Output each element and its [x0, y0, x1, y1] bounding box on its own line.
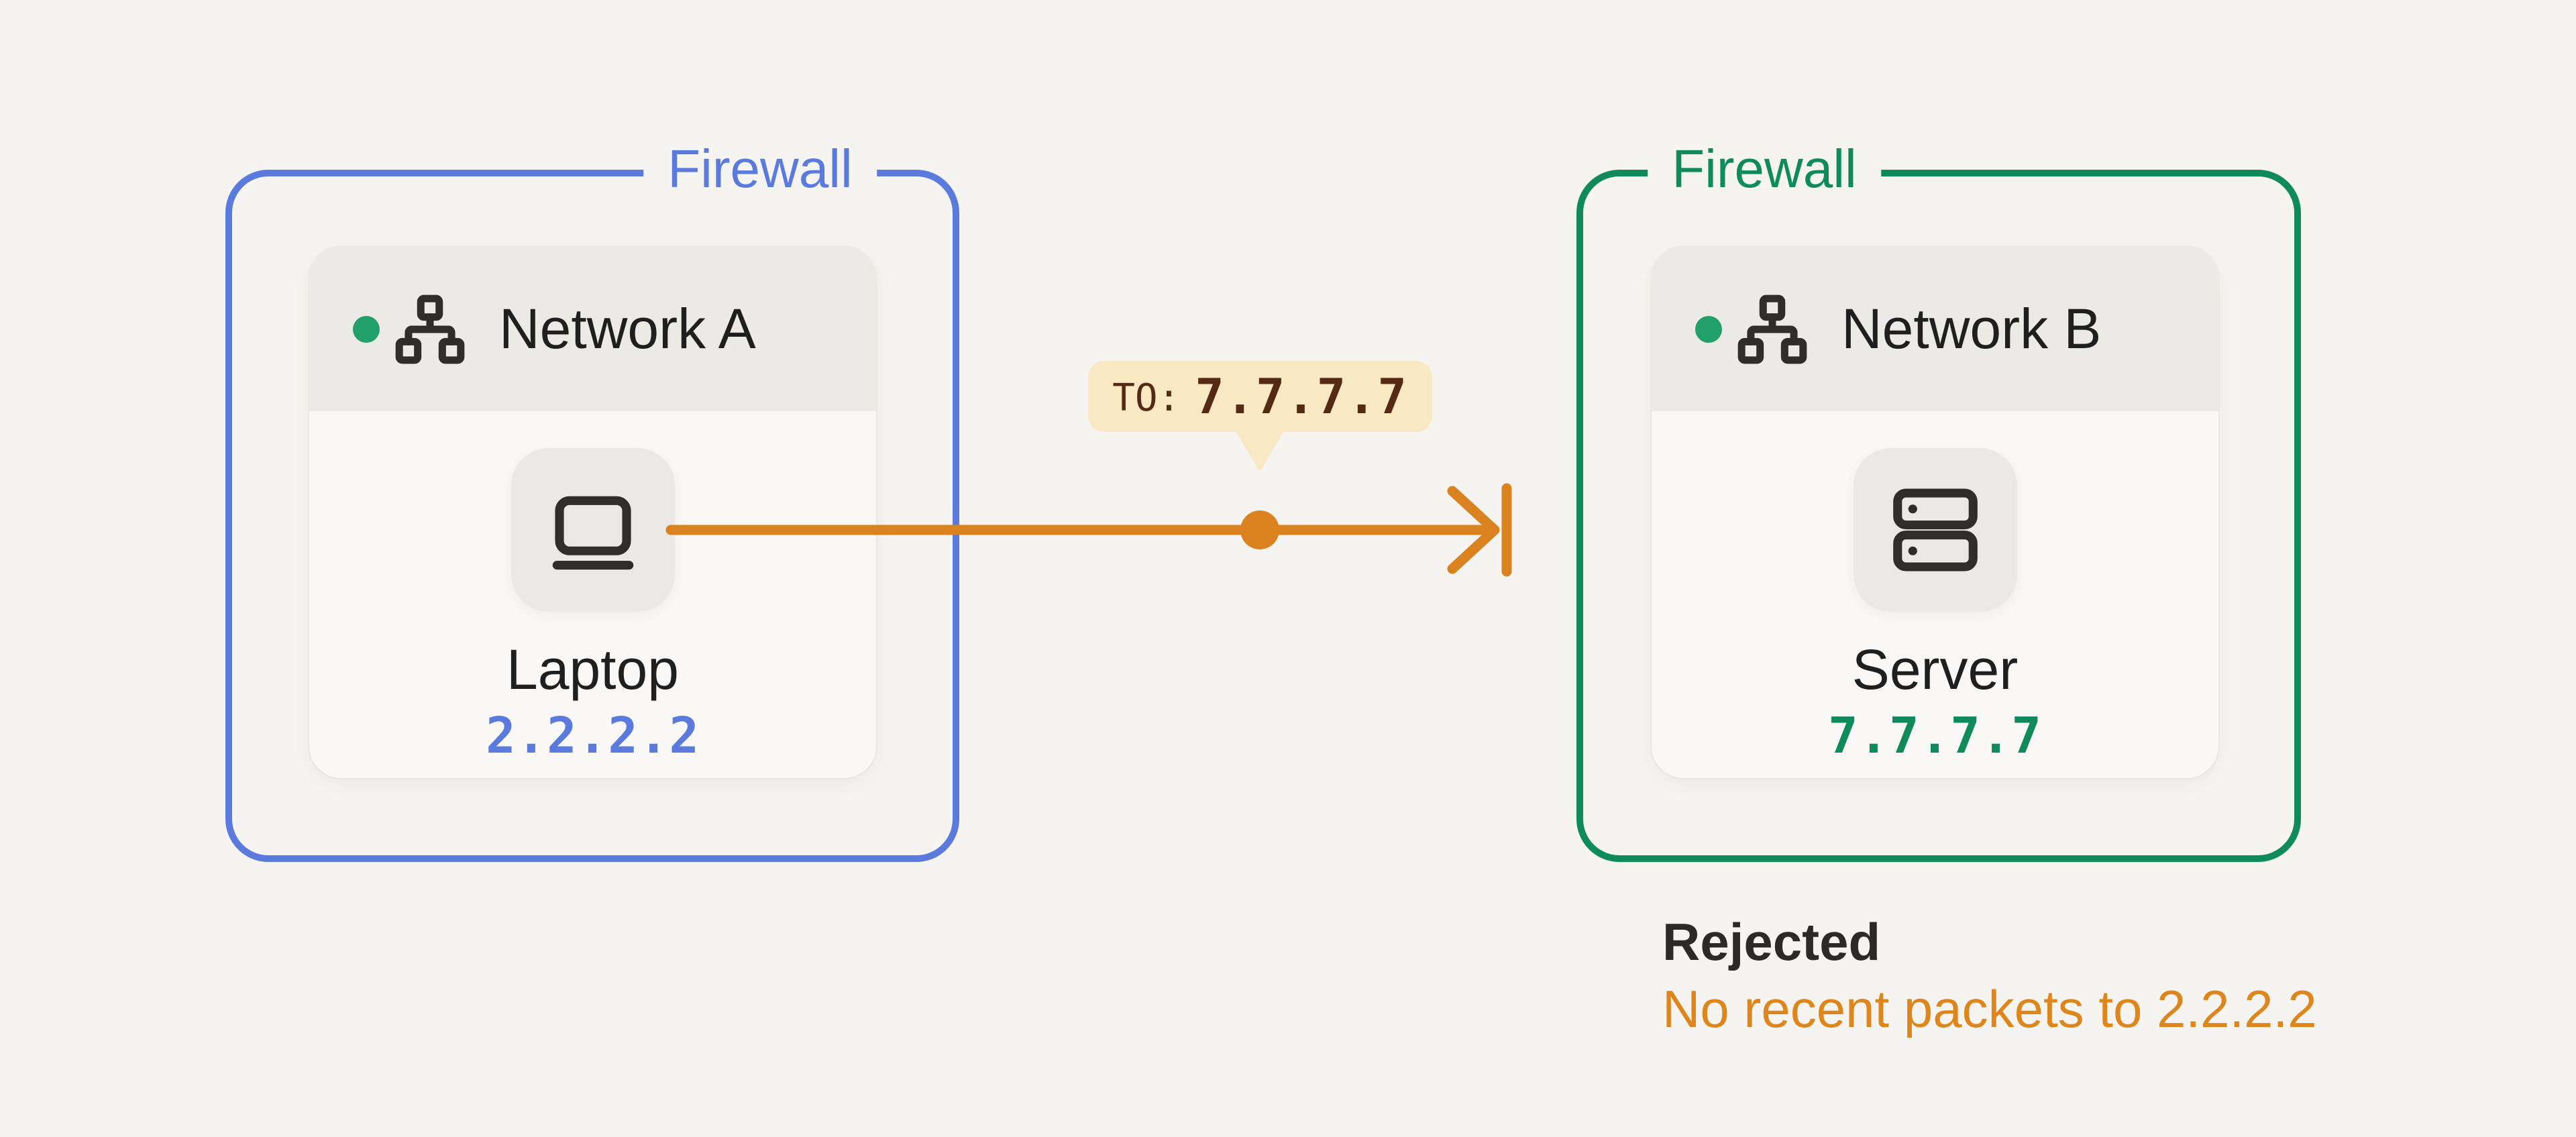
badge-tail — [1235, 429, 1285, 470]
firewall-zone-b: Firewall Network B — [1576, 140, 2301, 862]
laptop-node — [511, 448, 675, 612]
status-dot — [1695, 315, 1722, 343]
firewall-zone-a: Firewall Network A Laptop — [225, 140, 959, 862]
network-icon — [395, 294, 465, 364]
status-reason: No recent packets to 2.2.2.2 — [1662, 979, 2317, 1038]
server-icon — [1892, 488, 1978, 572]
network-b-title: Network B — [1841, 297, 2102, 360]
packet-prefix: TO: — [1112, 376, 1181, 420]
arrowhead — [1447, 486, 1500, 574]
status-dot — [353, 315, 380, 343]
packet-destination: 7.7.7.7 — [1195, 368, 1408, 425]
packet-destination-badge: TO: 7.7.7.7 — [1088, 361, 1432, 432]
network-a-card: Network A Laptop 2.2.2.2 — [309, 247, 876, 778]
laptop-icon — [552, 496, 633, 570]
network-a-header: Network A — [309, 247, 876, 411]
laptop-ip: 2.2.2.2 — [486, 707, 700, 765]
laptop-label: Laptop — [506, 638, 679, 701]
server-ip: 7.7.7.7 — [1828, 707, 2042, 765]
server-node — [1853, 448, 2017, 612]
status-result: Rejected — [1662, 912, 1881, 971]
network-b-header: Network B — [1652, 247, 2218, 411]
rejection-status: Rejected No recent packets to 2.2.2.2 — [1662, 908, 2317, 1042]
firewall-label-b: Firewall — [1648, 140, 1881, 199]
packet-dot — [1240, 510, 1279, 549]
blocked-arrow-icon — [665, 483, 1512, 577]
network-b-card: Network B Server 7.7.7.7 — [1652, 247, 2218, 778]
server-label: Server — [1851, 638, 2019, 701]
firewall-label-a: Firewall — [643, 140, 877, 199]
network-a-title: Network A — [499, 297, 756, 360]
network-icon — [1737, 294, 1807, 364]
